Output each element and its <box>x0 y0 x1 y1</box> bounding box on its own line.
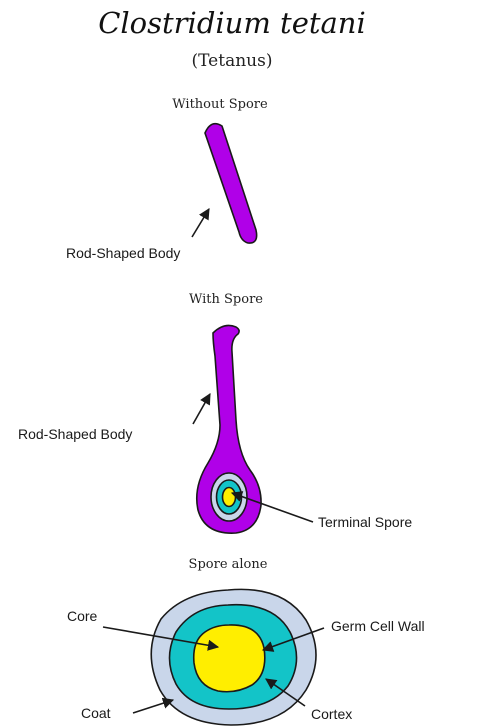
rod-body-without-spore <box>205 124 257 243</box>
label-rod-body-1: Rod-Shaped Body <box>66 245 180 261</box>
section-without-spore: Without Spore <box>172 97 268 112</box>
label-core: Core <box>67 608 98 624</box>
spore-core <box>194 625 265 692</box>
label-coat: Coat <box>81 705 111 721</box>
section-spore-alone: Spore alone <box>189 557 268 572</box>
label-germ-cell-wall: Germ Cell Wall <box>331 618 425 634</box>
terminal-spore-core <box>223 488 236 507</box>
label-terminal-spore: Terminal Spore <box>318 514 412 530</box>
diagram-title: Clostridium tetani <box>98 6 366 40</box>
arrow-rod-body-2 <box>193 394 210 424</box>
arrow-rod-body-1 <box>192 209 209 237</box>
label-cortex: Cortex <box>311 706 352 722</box>
section-with-spore: With Spore <box>189 292 263 307</box>
arrow-coat <box>133 700 173 713</box>
diagram-subtitle: (Tetanus) <box>192 51 273 71</box>
label-rod-body-2: Rod-Shaped Body <box>18 426 132 442</box>
